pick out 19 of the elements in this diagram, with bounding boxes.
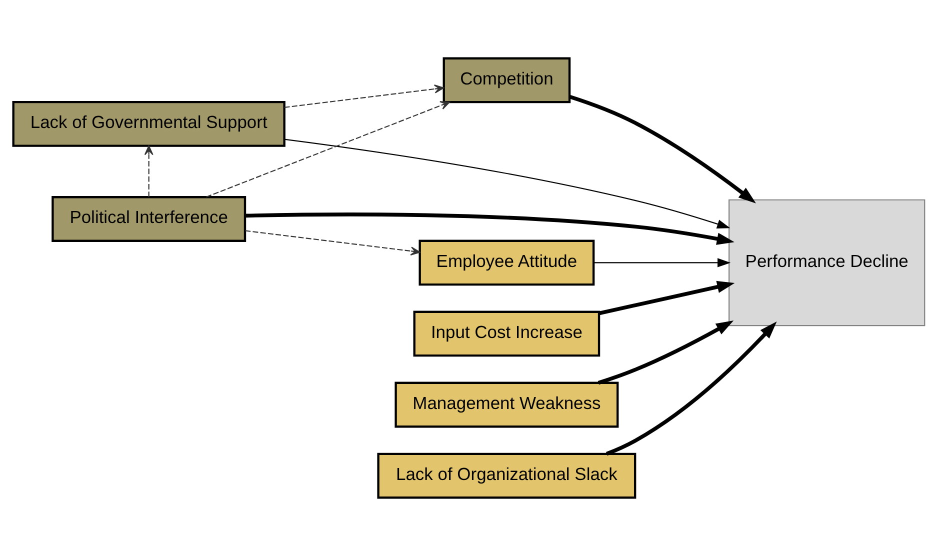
arrow — [598, 320, 734, 385]
node-box: Management Weakness — [394, 382, 619, 428]
arrow — [569, 94, 756, 204]
arrow — [598, 280, 735, 316]
arrow — [206, 101, 450, 198]
arrow — [144, 145, 154, 198]
arrow — [245, 230, 420, 256]
node-box: Performance Decline — [728, 199, 926, 326]
arrow — [284, 138, 730, 228]
arrow — [245, 212, 734, 245]
node-box: Political Interference — [52, 196, 246, 242]
node-box: Input Cost Increase — [413, 310, 600, 357]
node-box: Lack of Organizational Slack — [377, 452, 636, 499]
arrow — [594, 258, 731, 268]
node-box: Lack of Governmental Support — [12, 100, 286, 147]
arrow — [284, 84, 444, 108]
node-box: Competition — [442, 57, 571, 104]
arrow — [606, 322, 777, 456]
node-box: Employee Attitude — [418, 240, 595, 286]
